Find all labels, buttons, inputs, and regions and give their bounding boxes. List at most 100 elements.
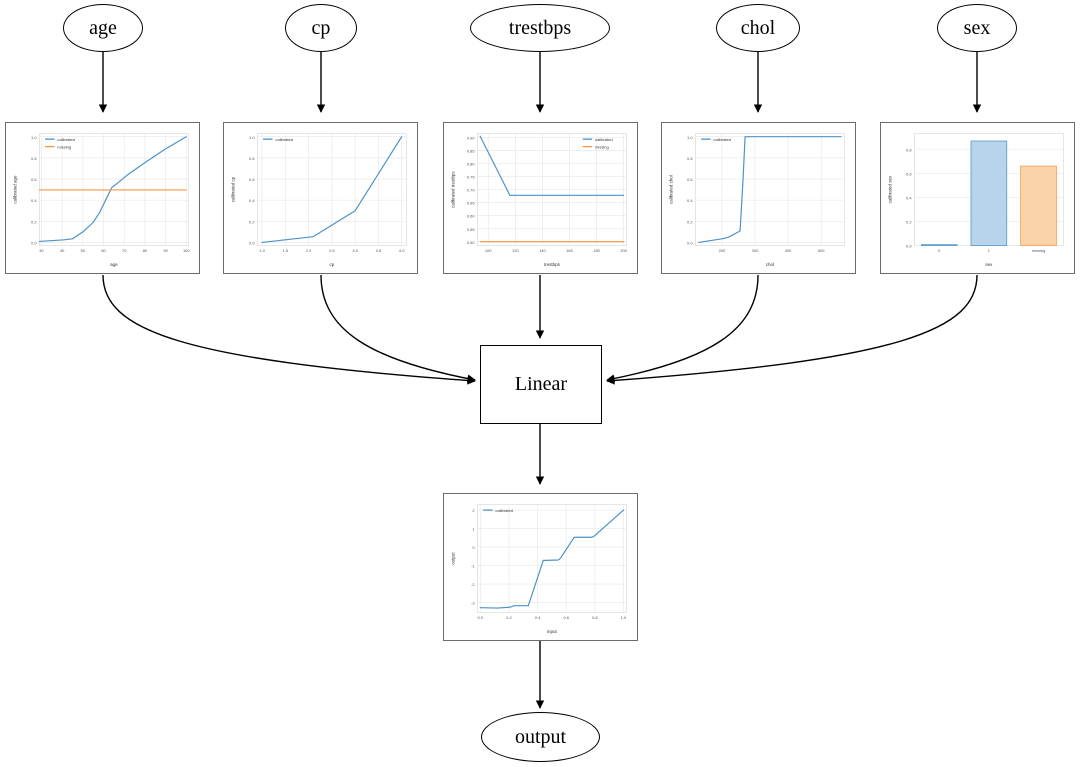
svg-text:0.0: 0.0 (478, 615, 484, 620)
svg-text:2.0: 2.0 (306, 248, 312, 253)
node-cp[interactable]: cp (285, 4, 357, 52)
svg-text:calibrated age: calibrated age (13, 175, 18, 204)
svg-text:0.60: 0.60 (467, 214, 476, 219)
svg-text:output: output (451, 552, 456, 565)
chart-panel-cp[interactable]: 0.0 0.2 0.4 0.6 0.8 1.0 1.0 1.5 2.0 2.5 3.0 3.5 4.0 c… (223, 122, 418, 274)
svg-text:300: 300 (752, 248, 759, 253)
svg-text:trestbps: trestbps (544, 262, 561, 267)
svg-text:0.2: 0.2 (506, 615, 512, 620)
svg-text:calibrated: calibrated (275, 137, 293, 142)
svg-text:0.6: 0.6 (249, 177, 255, 182)
node-trestbps-label: trestbps (508, 16, 572, 39)
svg-text:0.8: 0.8 (249, 156, 255, 161)
svg-text:90: 90 (163, 248, 168, 253)
node-trestbps[interactable]: trestbps (470, 4, 610, 52)
svg-text:1.0: 1.0 (621, 615, 627, 620)
svg-text:200: 200 (719, 248, 726, 253)
svg-text:120: 120 (512, 248, 519, 253)
svg-text:age: age (110, 262, 118, 267)
node-sex-label: sex (963, 16, 991, 39)
svg-text:missing: missing (57, 144, 71, 149)
svg-text:calibrated: calibrated (595, 137, 613, 142)
svg-text:0.2: 0.2 (687, 219, 693, 224)
svg-text:200: 200 (620, 248, 627, 253)
svg-text:0.8: 0.8 (31, 156, 37, 161)
svg-text:0: 0 (938, 248, 941, 253)
svg-text:-2: -2 (471, 582, 475, 587)
svg-text:calibrated chol: calibrated chol (669, 175, 674, 204)
svg-text:0: 0 (472, 545, 475, 550)
svg-text:0.6: 0.6 (563, 615, 569, 620)
svg-text:0.4: 0.4 (687, 198, 693, 203)
svg-text:calibrated cp: calibrated cp (231, 176, 236, 202)
svg-text:cp: cp (329, 262, 334, 267)
node-age[interactable]: age (63, 4, 143, 52)
node-linear[interactable]: Linear (480, 345, 602, 424)
svg-text:calibrated: calibrated (495, 508, 513, 513)
svg-text:0.50: 0.50 (467, 240, 476, 245)
node-linear-label: Linear (514, 373, 568, 395)
svg-text:0.0: 0.0 (687, 241, 693, 246)
svg-text:0.6: 0.6 (906, 171, 912, 176)
node-chol[interactable]: chol (716, 4, 800, 52)
svg-text:0.8: 0.8 (906, 147, 912, 152)
svg-text:2: 2 (472, 508, 474, 513)
node-output[interactable]: output (481, 712, 600, 762)
svg-text:0.0: 0.0 (906, 244, 912, 249)
svg-text:missing: missing (595, 144, 609, 149)
svg-text:calibrated trestbps: calibrated trestbps (451, 171, 456, 208)
svg-text:1: 1 (472, 527, 474, 532)
edge-cp-chart-to-linear (320, 274, 476, 383)
svg-text:160: 160 (566, 248, 573, 253)
svg-text:500: 500 (818, 248, 825, 253)
svg-text:2.5: 2.5 (329, 248, 335, 253)
svg-text:0.2: 0.2 (249, 219, 255, 224)
node-chol-label: chol (740, 16, 776, 39)
svg-text:0.2: 0.2 (31, 219, 37, 224)
svg-text:0.0: 0.0 (249, 241, 255, 246)
svg-text:1.5: 1.5 (283, 248, 289, 253)
svg-text:0.6: 0.6 (687, 177, 693, 182)
svg-text:1.0: 1.0 (31, 135, 37, 140)
node-cp-label: cp (311, 16, 331, 39)
edge-sex-chart-to-linear (606, 274, 978, 385)
svg-text:3.5: 3.5 (376, 248, 382, 253)
svg-text:0.75: 0.75 (467, 175, 476, 180)
node-sex[interactable]: sex (937, 4, 1017, 52)
svg-text:0.4: 0.4 (31, 198, 37, 203)
svg-text:0.8: 0.8 (687, 156, 693, 161)
svg-text:0.90: 0.90 (467, 136, 476, 141)
svg-text:0.4: 0.4 (249, 198, 255, 203)
svg-text:100: 100 (485, 248, 492, 253)
svg-text:60: 60 (101, 248, 106, 253)
svg-text:chol: chol (766, 262, 774, 267)
svg-text:calibrated: calibrated (57, 137, 75, 142)
svg-text:missing: missing (1032, 248, 1045, 253)
svg-text:4.0: 4.0 (399, 248, 405, 253)
svg-text:0.0: 0.0 (31, 241, 37, 246)
svg-text:0.4: 0.4 (535, 615, 541, 620)
svg-text:100: 100 (183, 248, 190, 253)
svg-text:calibrated sex: calibrated sex (888, 175, 893, 203)
svg-text:40: 40 (60, 248, 65, 253)
svg-text:1.0: 1.0 (249, 135, 255, 140)
svg-text:-3: -3 (471, 601, 475, 606)
svg-text:0.4: 0.4 (906, 196, 912, 201)
svg-text:50: 50 (81, 248, 86, 253)
svg-text:140: 140 (539, 248, 546, 253)
node-output-label: output (514, 725, 567, 748)
svg-text:80: 80 (143, 248, 148, 253)
svg-text:400: 400 (785, 248, 792, 253)
svg-text:70: 70 (122, 248, 127, 253)
svg-text:3.0: 3.0 (352, 248, 358, 253)
svg-text:1.0: 1.0 (259, 248, 265, 253)
